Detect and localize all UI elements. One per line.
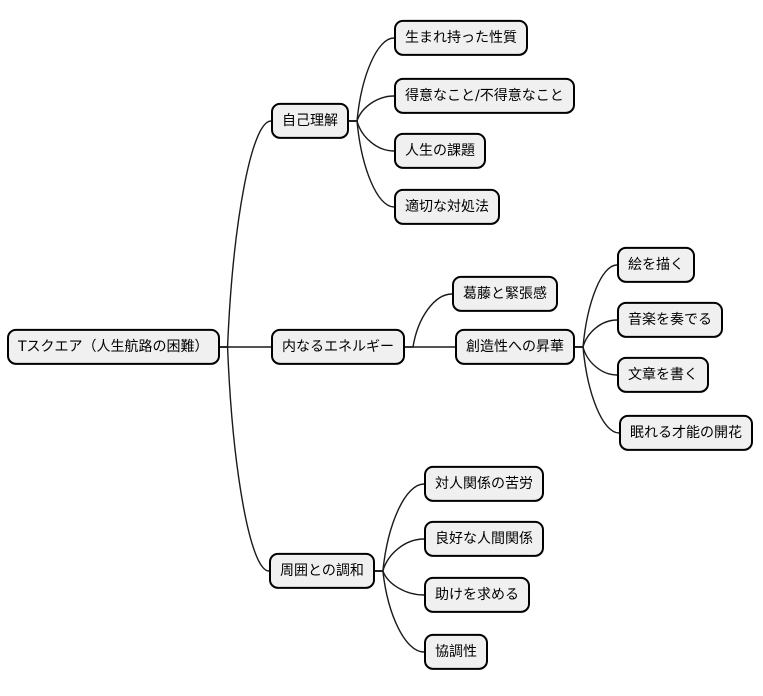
node-cooperativeness[interactable]: 協調性 xyxy=(424,633,488,671)
node-conflict-tension[interactable]: 葛藤と緊張感 xyxy=(452,275,558,313)
node-sublimation-to-creativity[interactable]: 創造性への昇華 xyxy=(455,328,575,366)
node-write-texts[interactable]: 文章を書く xyxy=(617,356,709,394)
node-interpersonal-struggles[interactable]: 対人関係の苦労 xyxy=(424,465,544,503)
node-inner-energy[interactable]: 内なるエネルギー xyxy=(271,328,405,366)
node-root-t-square[interactable]: Tスクエア（人生航路の困難） xyxy=(7,328,220,366)
node-draw-pictures[interactable]: 絵を描く xyxy=(617,246,695,284)
node-appropriate-coping[interactable]: 適切な対処法 xyxy=(394,188,500,226)
node-play-music[interactable]: 音楽を奏でる xyxy=(617,301,723,339)
node-ask-for-help[interactable]: 助けを求める xyxy=(424,576,530,614)
node-self-understanding[interactable]: 自己理解 xyxy=(271,102,349,140)
node-life-challenges[interactable]: 人生の課題 xyxy=(394,132,486,170)
node-good-relationships[interactable]: 良好な人間関係 xyxy=(424,520,544,558)
node-strengths-weaknesses[interactable]: 得意なこと/不得意なこと xyxy=(394,77,575,115)
node-harmony-with-surroundings[interactable]: 周囲との調和 xyxy=(269,552,375,590)
node-innate-nature[interactable]: 生まれ持った性質 xyxy=(394,19,528,57)
node-awaken-dormant-talent[interactable]: 眠れる才能の開花 xyxy=(619,414,753,452)
